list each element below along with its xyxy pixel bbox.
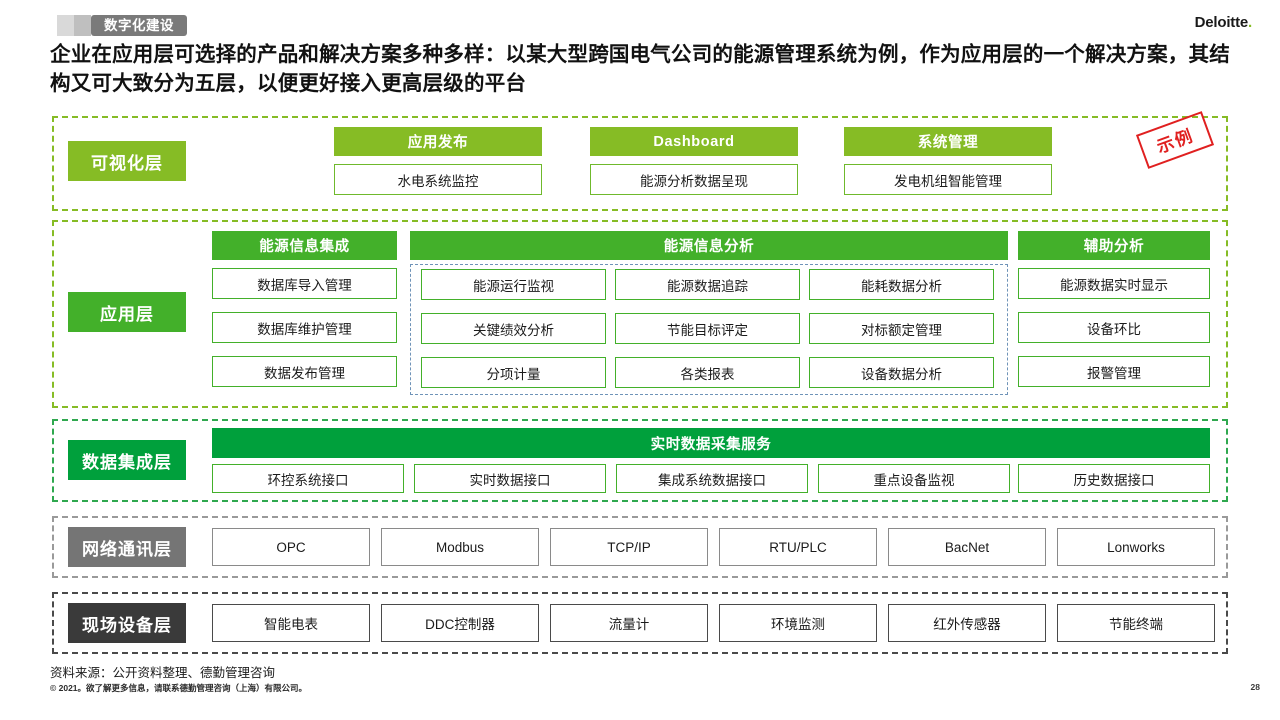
group-header-dashboard: Dashboard [590,127,798,156]
layer-label-field-device: 现场设备层 [68,603,186,643]
page-title: 企业在应用层可选择的产品和解决方案多种多样：以某大型跨国电气公司的能源管理系统为… [50,43,1230,95]
cell-application-1-2[interactable]: 能耗数据分析 [809,269,994,300]
cell-application-1-5[interactable]: 对标额定管理 [809,313,994,344]
cell-application-1-0[interactable]: 能源运行监视 [421,269,606,300]
group-header-app-release: 应用发布 [334,127,542,156]
layer-data-integration: 数据集成层 实时数据采集服务 环控系统接口 实时数据接口 集成系统数据接口 重点… [52,419,1228,502]
layer-frame-application [52,220,1228,408]
layer-label-data-integration: 数据集成层 [68,440,186,480]
group-header-system-management: 系统管理 [844,127,1052,156]
cell-application-2-1[interactable]: 设备环比 [1018,312,1210,343]
cell-application-2-2[interactable]: 报警管理 [1018,356,1210,387]
cell-visualization-0-0[interactable]: 水电系统监控 [334,164,542,195]
tag-square-light [57,15,74,36]
deloitte-logo: Deloitte. [1194,14,1253,31]
cell-application-1-6[interactable]: 分项计量 [421,357,606,388]
layer-label-visualization: 可视化层 [68,141,186,181]
cell-data-integration-3[interactable]: 重点设备监视 [818,464,1010,493]
layer-field-device: 现场设备层 智能电表 DDC控制器 流量计 环境监测 红外传感器 节能终端 [52,592,1228,654]
cell-application-1-8[interactable]: 设备数据分析 [809,357,994,388]
cell-network-2[interactable]: TCP/IP [550,528,708,566]
cell-field-device-0[interactable]: 智能电表 [212,604,370,642]
cell-field-device-3[interactable]: 环境监测 [719,604,877,642]
cell-application-2-0[interactable]: 能源数据实时显示 [1018,268,1210,299]
cell-field-device-1[interactable]: DDC控制器 [381,604,539,642]
group-header-realtime-collection: 实时数据采集服务 [212,428,1210,458]
layer-frame-data-integration [52,419,1228,502]
cell-field-device-2[interactable]: 流量计 [550,604,708,642]
cell-application-1-4[interactable]: 节能目标评定 [615,313,800,344]
cell-network-0[interactable]: OPC [212,528,370,566]
cell-application-0-1[interactable]: 数据库维护管理 [212,312,397,343]
layer-label-application: 应用层 [68,292,186,332]
cell-network-5[interactable]: Lonworks [1057,528,1215,566]
layer-application: 应用层 能源信息集成 数据库导入管理 数据库维护管理 数据发布管理 能源信息分析… [52,220,1228,408]
cell-application-0-0[interactable]: 数据库导入管理 [212,268,397,299]
cell-data-integration-0[interactable]: 环控系统接口 [212,464,404,493]
cell-field-device-4[interactable]: 红外传感器 [888,604,1046,642]
layer-visualization: 可视化层 应用发布 水电系统监控 Dashboard 能源分析数据呈现 系统管理… [52,111,1228,211]
layer-network: 网络通讯层 OPC Modbus TCP/IP RTU/PLC BacNet L… [52,516,1228,578]
group-subframe-energy-info-analysis [410,264,1008,395]
page-number: 28 [1250,682,1260,692]
cell-application-1-7[interactable]: 各类报表 [615,357,800,388]
group-header-auxiliary-analysis: 辅助分析 [1018,231,1210,260]
layer-frame-visualization [52,116,1228,211]
cell-network-4[interactable]: BacNet [888,528,1046,566]
group-header-energy-info-integration: 能源信息集成 [212,231,397,260]
copyright-note: © 2021。欲了解更多信息，请联系德勤管理咨询（上海）有限公司。 [50,683,308,693]
cell-visualization-1-0[interactable]: 能源分析数据呈现 [590,164,798,195]
logo-dot: . [1248,14,1252,31]
tag-square-dark [74,15,91,36]
group-header-energy-info-analysis: 能源信息分析 [410,231,1008,260]
source-note: 资料来源：公开资料整理、德勤管理咨询 [50,666,276,680]
logo-text: Deloitte [1194,14,1249,31]
cell-network-3[interactable]: RTU/PLC [719,528,877,566]
layer-frame-field-device [52,592,1228,654]
section-tag: 数字化建设 [57,15,187,36]
cell-field-device-5[interactable]: 节能终端 [1057,604,1215,642]
tag-label: 数字化建设 [91,15,187,36]
layer-label-network: 网络通讯层 [68,527,186,567]
cell-visualization-2-0[interactable]: 发电机组智能管理 [844,164,1052,195]
cell-application-1-3[interactable]: 关键绩效分析 [421,313,606,344]
cell-data-integration-1[interactable]: 实时数据接口 [414,464,606,493]
cell-data-integration-4[interactable]: 历史数据接口 [1018,464,1210,493]
cell-application-0-2[interactable]: 数据发布管理 [212,356,397,387]
cell-application-1-1[interactable]: 能源数据追踪 [615,269,800,300]
layer-frame-network [52,516,1228,578]
cell-data-integration-2[interactable]: 集成系统数据接口 [616,464,808,493]
cell-network-1[interactable]: Modbus [381,528,539,566]
